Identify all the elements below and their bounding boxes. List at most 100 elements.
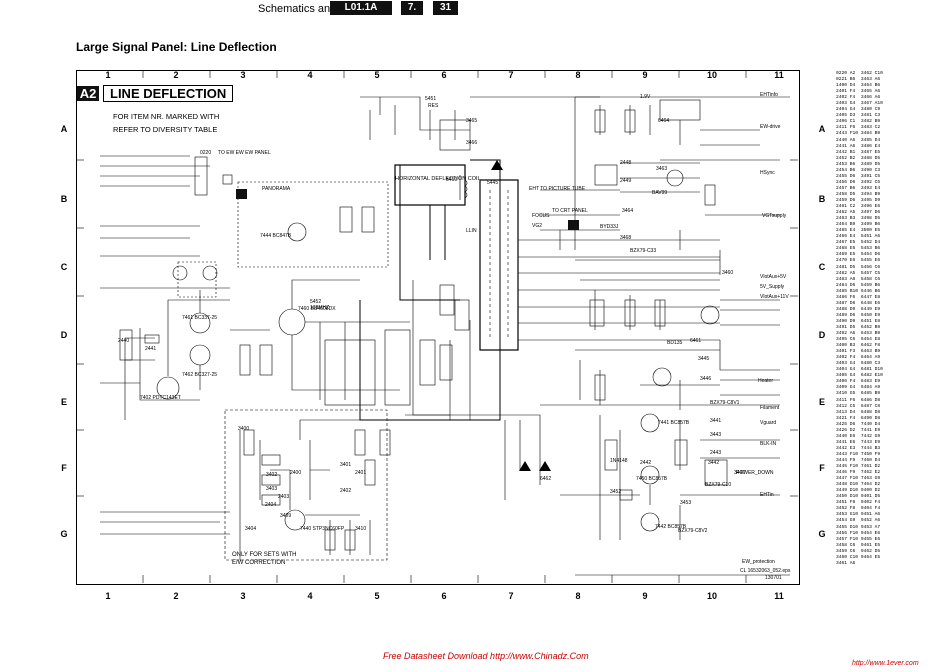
label-3468: 3468 <box>620 235 632 241</box>
label-5v-supply: VlotAux+5V <box>760 274 787 280</box>
row-label: F <box>61 463 67 473</box>
side-index-entry: 6485 B9 <box>860 391 881 397</box>
side-index-entry: 3481 C3 <box>860 113 881 119</box>
side-index-entry: 3440 E6 <box>836 433 861 439</box>
side-index-row: 3459 C6 9462 D5 <box>836 549 946 555</box>
side-index-row: 3441 E6 7443 E9 <box>836 440 946 446</box>
label-ic-7461: 7461 BC337-25 <box>182 315 218 321</box>
side-index-entry: 3458 C6 <box>836 542 861 548</box>
side-index-entry: 7444 B3 <box>860 445 881 451</box>
row-label: B <box>60 194 68 204</box>
row-label: C <box>818 262 826 272</box>
side-index-entry: 5455 E6 <box>860 258 881 264</box>
label-2400: 2400 <box>290 470 302 476</box>
side-index-entry: 5457 C5 <box>860 270 881 276</box>
col-label: 9 <box>642 591 648 601</box>
side-index-row: 3409 G4 6484 A9 <box>836 385 946 391</box>
side-index-entry: 3405 G4 <box>836 373 861 379</box>
side-index-entry: 3495 C6 <box>836 337 861 343</box>
label-5445: 5445 <box>487 180 499 186</box>
side-index-entry: 2455 D6 <box>836 173 861 179</box>
side-index-row: 3421 F4 6490 D8 <box>836 416 946 422</box>
label-3466: 3466 <box>466 140 478 146</box>
side-index-row: 3461 A6 <box>836 561 946 567</box>
label-3446: 3446 <box>700 376 712 382</box>
side-index-entry: 0220 A2 <box>836 71 861 76</box>
side-index-row: 2406 C1 3482 B9 <box>836 119 946 125</box>
side-index-row: 2453 B6 3489 D5 <box>836 162 946 168</box>
side-index-entry: 3465 A6 <box>860 89 881 95</box>
side-index-row: 2470 E6 5455 E6 <box>836 258 946 264</box>
side-index-row: 3405 G4 6482 E10 <box>836 373 946 379</box>
side-index-entry: 2483 A6 <box>836 276 861 282</box>
row-label: E <box>60 397 67 407</box>
side-index-entry: 3412 C5 <box>836 403 861 409</box>
side-index-entry: 9400 D2 <box>860 488 881 494</box>
label-6464: 6464 <box>658 118 670 124</box>
label-ic-7402: 7402 PDTC143ET <box>140 395 181 401</box>
label-3403: 3403 <box>266 486 278 492</box>
label-6461: 6461 <box>690 338 702 344</box>
side-index-row: 3456 F10 9454 E6 <box>836 531 946 537</box>
ew-note-line1: ONLY FOR SETS WITH <box>232 552 297 558</box>
side-index-row: 3440 E6 7442 G9 <box>836 434 946 440</box>
label-ehtin: EHTin <box>760 492 774 498</box>
side-index-row: 1400 D4 3464 B6 <box>836 83 946 89</box>
side-index-row: 2455 D6 3491 C5 <box>836 174 946 180</box>
side-index-entry: 2481 D5 <box>836 264 861 270</box>
label-ehtinfo: EHTinfo <box>760 92 778 98</box>
side-index-entry: 3410 G5 <box>836 391 861 397</box>
side-index-row: 3446 F9 7462 E2 <box>836 470 946 476</box>
label-ew-protection: EW_protection <box>742 559 775 565</box>
side-index-entry: 2442 B1 <box>836 149 861 155</box>
side-index-entry: 6449 E9 <box>860 306 881 312</box>
panel-title: LINE DEFLECTION <box>103 85 234 102</box>
side-index-entry: 2441 A6 <box>836 143 861 149</box>
side-index-entry: 3485 D4 <box>860 137 881 143</box>
side-index-entry: 2443 F10 <box>836 131 861 137</box>
side-index-row: 3402 F4 6464 A9 <box>836 355 946 361</box>
side-index-entry: 3497 D6 <box>860 210 881 216</box>
side-index-entry: 5458 C6 <box>860 276 881 282</box>
side-index-entry: 3484 B9 <box>860 131 881 137</box>
header-chassis: L01.1A <box>330 1 392 15</box>
side-index-entry: 7443 E9 <box>860 439 881 445</box>
side-index-entry: 2440 A6 <box>836 137 861 143</box>
label-2404: 2404 <box>265 502 277 508</box>
label-bzx79-c8v1: BZX79-C8V1 <box>710 400 740 406</box>
side-index-row: 3491 D5 6452 B9 <box>836 325 946 331</box>
side-index-entry: 5451 A6 <box>860 234 881 240</box>
footer-left: Free Datasheet Download http://www.China… <box>383 651 589 661</box>
side-index-row: 2461 C2 3496 E6 <box>836 204 946 210</box>
side-index-row: 3495 C6 6454 E8 <box>836 337 946 343</box>
side-index-entry: 3489 D6 <box>836 312 861 318</box>
label-ic-7440: 7440 STP3NC60FP <box>300 526 345 532</box>
side-index-row: 2404 G4 3480 C9 <box>836 107 946 113</box>
side-index-row: 2457 B6 3493 E4 <box>836 186 946 192</box>
side-index-row: 3411 F6 6486 D8 <box>836 398 946 404</box>
side-index-entry: 3446 F9 <box>836 470 861 476</box>
label-ic-7441: 7441 BC857B <box>658 420 690 426</box>
row-label: B <box>818 194 826 204</box>
label-crt-panel: TO CRT PANEL <box>552 208 588 214</box>
side-index-entry: 2467 E5 <box>836 240 861 246</box>
side-index-entry: 9402 F4 <box>860 500 881 506</box>
label-2443: 2443 <box>710 450 722 456</box>
side-index-row: 2468 E6 5453 B6 <box>836 246 946 252</box>
side-index-entry: 3404 G4 <box>836 367 861 373</box>
label-bzx79-c8v2: BZX79-C8V2 <box>678 528 708 534</box>
side-index-row: 0221 B6 3463 A6 <box>836 77 946 83</box>
col-label: 3 <box>240 591 246 601</box>
side-index-entry: 6464 A9 <box>860 355 881 361</box>
label-voltage: 1.9V <box>640 94 651 100</box>
side-index-row: 3444 F9 7460 D4 <box>836 458 946 464</box>
side-index-entry: 2453 B6 <box>836 161 861 167</box>
side-index-entry: 3449 D10 <box>836 488 861 494</box>
header-page: 31 <box>433 1 458 15</box>
label-beam: Heater <box>758 378 774 384</box>
side-index-row: 2458 D5 3494 B9 <box>836 192 946 198</box>
label-vguard: Vguard <box>760 420 777 426</box>
col-label: 9 <box>642 70 648 80</box>
side-index-entry: 3464 B6 <box>860 83 881 89</box>
label-bzx79-c10: BZX79-C10 <box>705 482 732 488</box>
